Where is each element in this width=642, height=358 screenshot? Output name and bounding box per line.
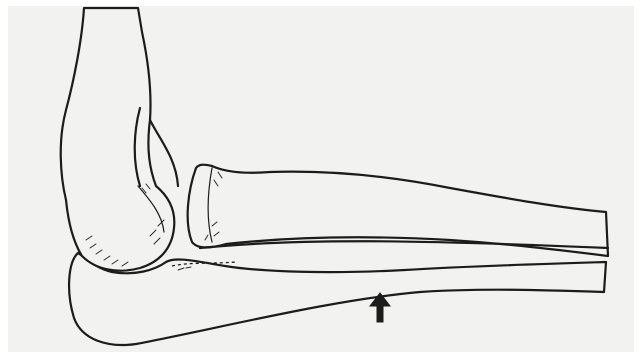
elbow-diagram (0, 0, 642, 358)
